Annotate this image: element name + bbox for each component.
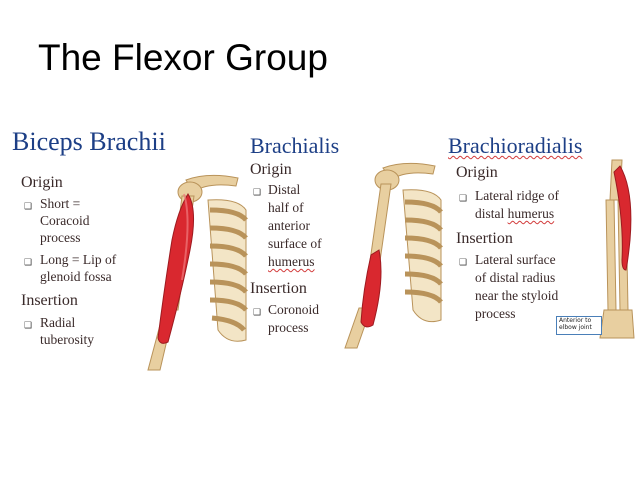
brachioradialis-insertion-line4: process (475, 306, 516, 321)
bullet-icon: ❑ (253, 188, 262, 198)
biceps-origin-short-line1: Short = (40, 196, 81, 211)
brachioradialis-insertion-line1: Lateral surface (475, 252, 556, 267)
brachioradialis-insertion-line2: of distal radius (475, 270, 556, 285)
slide-title: The Flexor Group (38, 37, 328, 78)
bullet-icon: ❑ (24, 258, 33, 268)
brachialis-insertion-line1: Coronoid (268, 302, 320, 317)
brachioradialis-origin-line2: distal humerus (475, 206, 555, 222)
anterior-elbow-callout: Anterior to elbow joint (556, 316, 602, 335)
callout-line2: elbow joint (559, 323, 592, 331)
callout-line1: Anterior to (559, 317, 592, 324)
biceps-insertion-line2: tuberosity (40, 332, 94, 347)
biceps-origin-short-line3: process (40, 230, 81, 245)
brachialis-origin-line4: surface of (268, 236, 322, 251)
biceps-insertion-label: Insertion (21, 292, 78, 309)
brachialis-insertion-line2: process (268, 320, 309, 335)
brachioradialis-insertion-line3: near the styloid (475, 288, 559, 303)
biceps-origin-short-line2: Coracoid (40, 213, 90, 228)
brachioradialis-origin-label: Origin (456, 164, 498, 181)
brachioradialis-insertion-label: Insertion (456, 230, 513, 247)
brachialis-origin-line1: Distal (268, 182, 301, 197)
bullet-icon: ❑ (459, 194, 468, 204)
bullet-icon: ❑ (253, 308, 262, 318)
bullet-icon: ❑ (459, 258, 468, 268)
biceps-origin-long-line1: Long = Lip of (40, 252, 117, 267)
bullet-icon: ❑ (24, 321, 33, 331)
bullet-icon: ❑ (24, 202, 33, 212)
biceps-insertion-line1: Radial (40, 315, 76, 330)
biceps-title: Biceps Brachii (12, 127, 166, 156)
brachioradialis-arm-illustration (599, 159, 635, 339)
brachioradialis-origin-line2b: humerus (507, 206, 555, 221)
brachioradialis-title: Brachioradialis (448, 133, 583, 158)
biceps-arm-illustration (147, 174, 248, 371)
brachialis-origin-label: Origin (250, 161, 292, 178)
brachioradialis-origin-line2a: distal (475, 206, 508, 221)
brachialis-origin-line5: humerus (268, 254, 315, 269)
biceps-origin-long-line2: glenoid fossa (40, 269, 112, 284)
biceps-origin-label: Origin (21, 174, 63, 191)
brachioradialis-origin-line1: Lateral ridge of (475, 188, 559, 203)
brachialis-origin-line3: anterior (268, 218, 310, 233)
brachialis-origin-line2: half of (268, 200, 304, 215)
brachialis-title: Brachialis (250, 133, 340, 158)
brachialis-insertion-label: Insertion (250, 280, 307, 297)
brachialis-arm-illustration (344, 162, 443, 349)
